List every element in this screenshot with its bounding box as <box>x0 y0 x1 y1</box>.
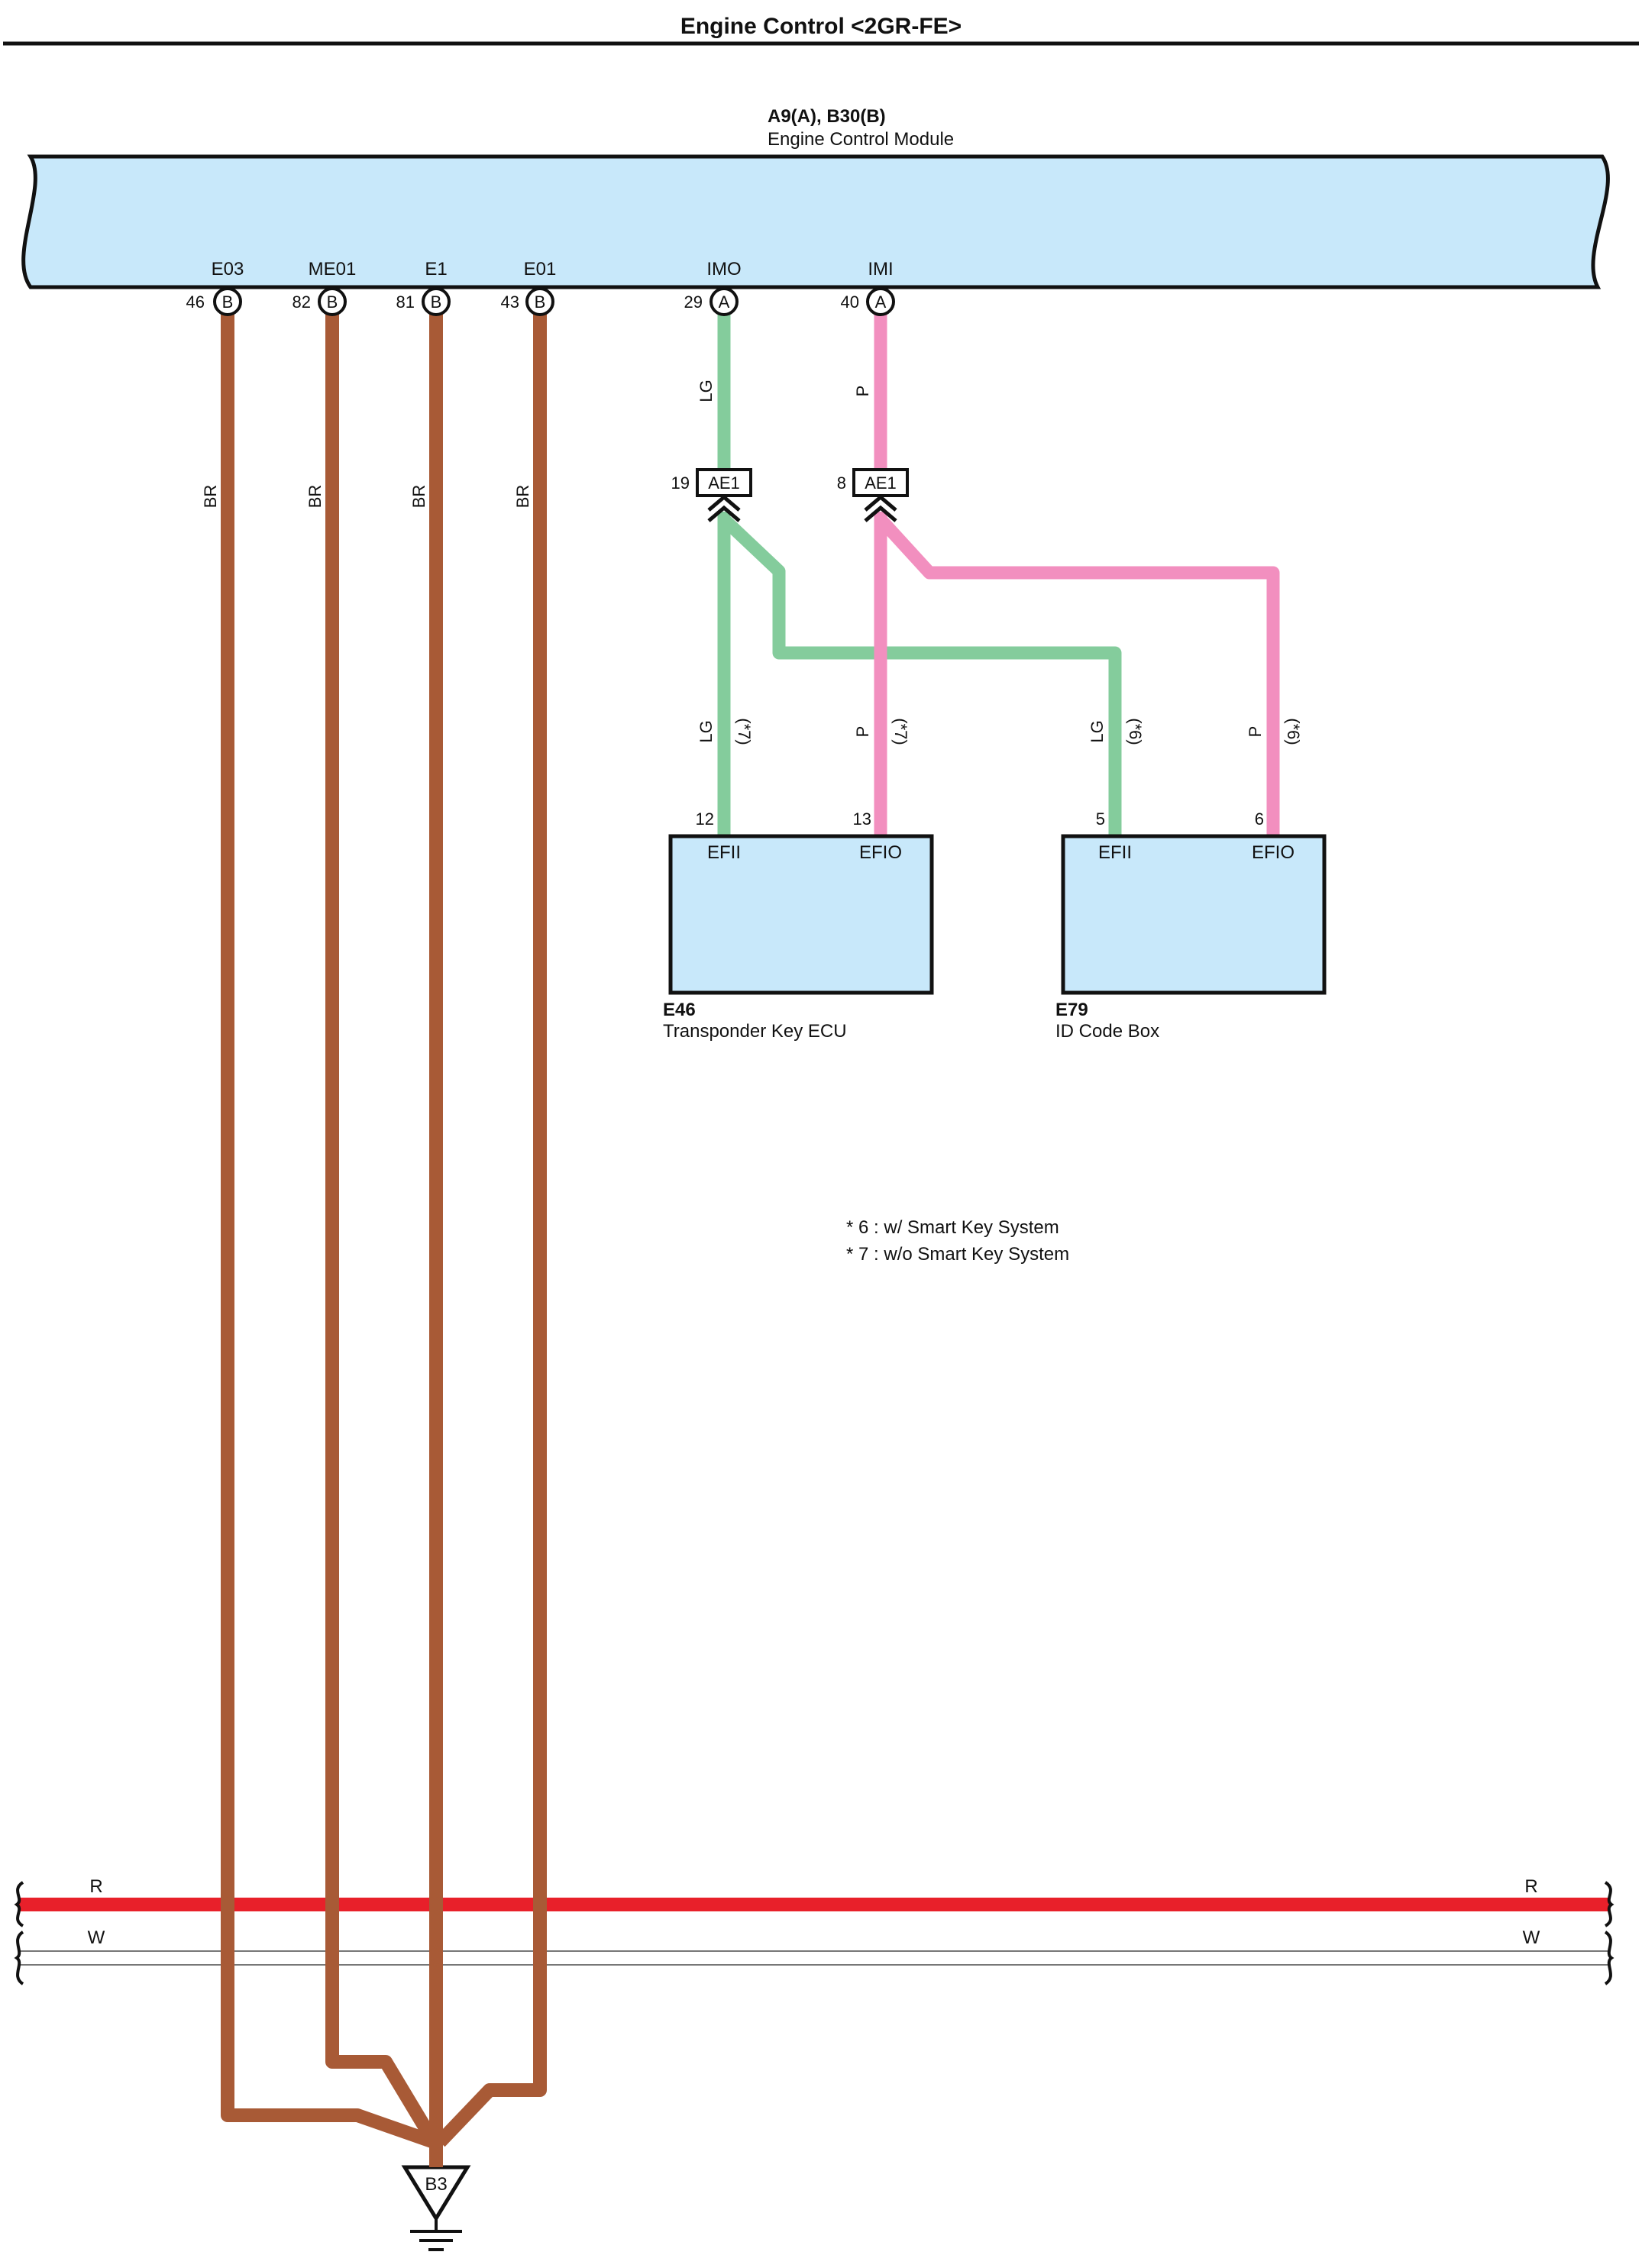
wire-label-p-upper: P <box>853 386 872 397</box>
bus-label-w-right: W <box>1523 1927 1540 1948</box>
e46-pin-12: 12 <box>696 809 714 829</box>
bus-brace-left-2 <box>14 1930 24 1985</box>
ecm-terminal-e03: E03 <box>212 259 244 279</box>
wire-me01-br <box>325 302 440 2146</box>
e46-id: E46 <box>663 1000 696 1020</box>
wire-label-p-e46: P <box>853 726 872 738</box>
svg-text:29: 29 <box>684 292 703 312</box>
wire-label-br-1: BR <box>201 485 220 509</box>
ecm-connector-label: A9(A), B30(B) <box>768 106 886 127</box>
page-title: Engine Control <2GR-FE> <box>680 14 962 39</box>
e79-name: ID Code Box <box>1055 1021 1159 1042</box>
ecm-terminal-imi: IMI <box>868 259 893 279</box>
wire-label-br-4: BR <box>513 485 532 509</box>
svg-text:A: A <box>719 292 730 312</box>
svg-text:B: B <box>535 292 546 312</box>
wire-e01-br <box>435 302 547 2147</box>
e79-pin-5: 5 <box>1096 809 1105 829</box>
wire-p-to-e79 <box>875 515 1280 836</box>
wire-note-6-p: (*6) <box>1284 718 1303 745</box>
ground-b3-label: B3 <box>425 2174 447 2195</box>
svg-text:AE1: AE1 <box>865 473 897 493</box>
wire-label-lg-upper: LG <box>697 380 716 402</box>
ecm-pin-81: 81 B <box>396 287 451 316</box>
wire-label-lg-e46: LG <box>697 720 716 742</box>
e46-pin-13: 13 <box>853 809 871 829</box>
ecm-module-body <box>21 154 1610 289</box>
e46-terminal-efii: EFII <box>707 842 741 863</box>
svg-text:B: B <box>222 292 234 312</box>
svg-text:81: 81 <box>396 292 415 312</box>
wire-label-p-e79: P <box>1246 726 1265 738</box>
svg-text:AE1: AE1 <box>708 473 740 493</box>
junction-ae1-left: 19 AE1 <box>671 468 752 522</box>
svg-text:A: A <box>875 292 887 312</box>
wire-note-7-lg: (*7) <box>735 718 754 745</box>
wire-label-br-3: BR <box>409 485 428 509</box>
ecm-pin-43: 43 B <box>501 287 554 316</box>
ecm-pin-40: 40 A <box>841 287 895 316</box>
ecm-terminal-e1: E1 <box>425 259 447 279</box>
wire-e03-br <box>221 302 436 2149</box>
bus-label-r-right: R <box>1524 1876 1537 1897</box>
svg-text:8: 8 <box>837 473 846 493</box>
svg-text:B: B <box>327 292 338 312</box>
junction-ae1-right: 8 AE1 <box>837 468 909 522</box>
e79-pin-6: 6 <box>1255 809 1264 829</box>
bus-brace-right-1 <box>1604 1881 1615 1927</box>
svg-text:82: 82 <box>293 292 311 312</box>
note-6: * 6 : w/ Smart Key System <box>846 1217 1059 1238</box>
wire-label-br-2: BR <box>305 485 325 509</box>
e79-id: E79 <box>1055 1000 1088 1020</box>
note-7: * 7 : w/o Smart Key System <box>846 1244 1069 1265</box>
bus-label-w-left: W <box>88 1927 105 1948</box>
component-e79: 5 6 EFII EFIO E79 ID Code Box <box>1055 809 1327 1042</box>
ecm-pin-46: 46 B <box>186 287 242 316</box>
ecm-pin-29: 29 A <box>684 287 739 316</box>
ecm-terminal-e01: E01 <box>524 259 557 279</box>
ground-b3: B3 <box>401 2165 471 2251</box>
bus-brace-left-1 <box>14 1881 24 1927</box>
svg-text:43: 43 <box>501 292 519 312</box>
e46-name: Transponder Key ECU <box>663 1021 847 1042</box>
component-e46: 12 13 EFII EFIO E46 Transponder Key ECU <box>663 809 934 1042</box>
ecm-pin-82: 82 B <box>293 287 347 316</box>
ecm-terminal-me01: ME01 <box>309 259 357 279</box>
e46-terminal-efio: EFIO <box>859 842 902 863</box>
bus-brace-right-2 <box>1604 1930 1615 1985</box>
wire-label-lg-e79: LG <box>1088 720 1107 742</box>
e79-terminal-efio: EFIO <box>1252 842 1295 863</box>
ecm-name: Engine Control Module <box>768 129 954 150</box>
bus-label-r-left: R <box>89 1876 102 1897</box>
wire-note-7-p: (*7) <box>891 718 910 745</box>
svg-text:19: 19 <box>671 473 690 493</box>
ground-merge-point <box>428 2134 444 2150</box>
e79-terminal-efii: EFII <box>1098 842 1132 863</box>
svg-text:B: B <box>431 292 442 312</box>
bus-lines: R R W W <box>14 1876 1615 1985</box>
svg-text:40: 40 <box>841 292 859 312</box>
ecm-terminal-imo: IMO <box>706 259 741 279</box>
wire-note-6-lg: (*6) <box>1126 718 1145 745</box>
svg-text:46: 46 <box>186 292 205 312</box>
wire-lg-to-e79 <box>719 514 1122 836</box>
